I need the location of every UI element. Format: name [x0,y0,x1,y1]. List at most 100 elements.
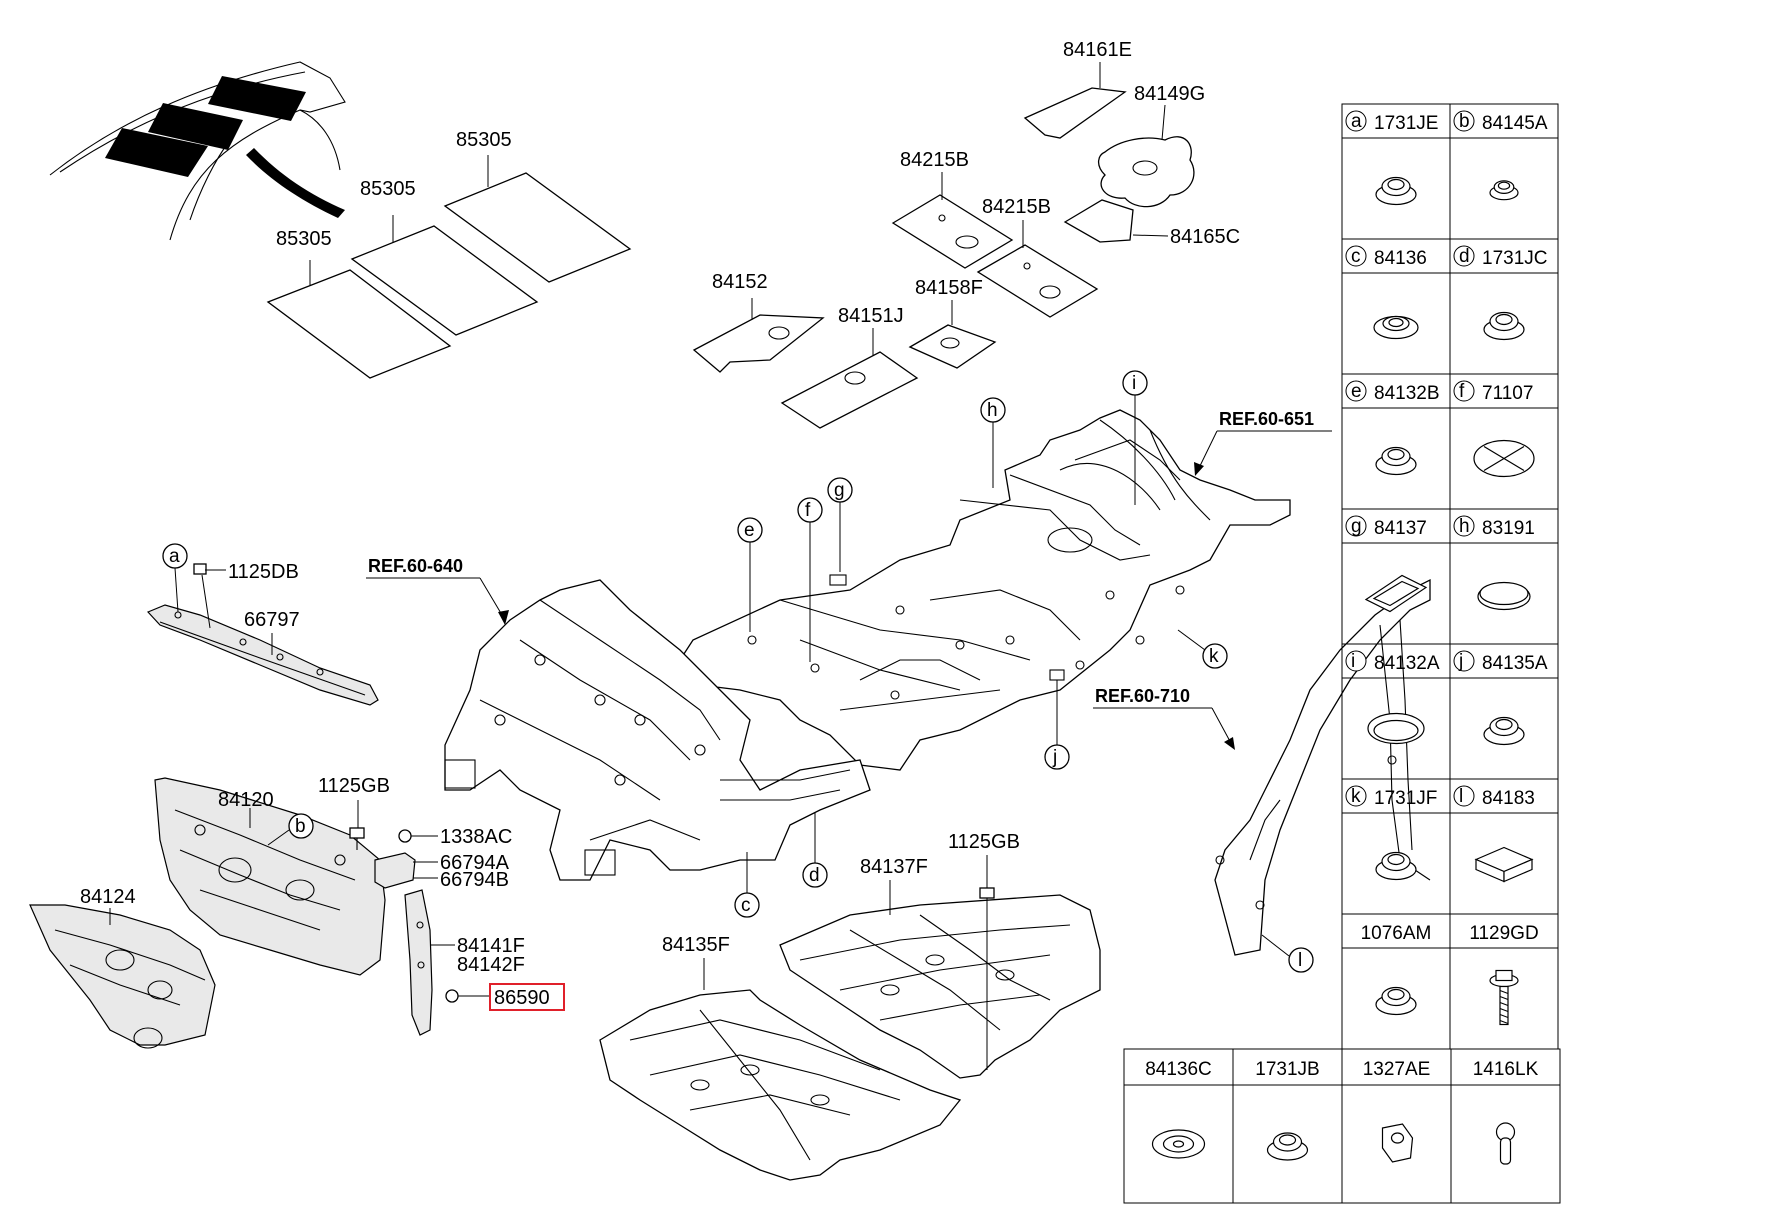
callout-letter: f [805,500,811,521]
flat-ring-icon [1367,712,1425,745]
legend-cell-d: d 1731JC [1449,238,1559,375]
legend-letter: h [1459,516,1470,537]
flat-plug-icon [1477,581,1531,611]
legend-cell-h: h 83191 [1449,508,1559,645]
part-label: 84137F [860,856,928,878]
small-grommet-icon [1489,180,1519,201]
nut-icon [1381,1123,1414,1163]
pad-block-icon [1474,846,1534,883]
floor-panel-assembly [679,409,1291,771]
pin-icon [1495,1122,1516,1165]
legend-code: 1327AE [1363,1059,1431,1080]
legend-letter: i [1351,651,1355,672]
callout-e: e [737,517,763,632]
flat-grommet-icon [1151,1129,1206,1159]
grommet-icon [1483,311,1525,341]
legend-cell-1416LK: 1416LK [1450,1048,1561,1204]
ref-label: REF.60-710 [1095,686,1190,706]
legend-cell-1076AM: 1076AM [1341,913,1451,1050]
part-label: 1125GB [318,775,390,797]
legend-letter: l [1459,786,1463,807]
bolt-icon [1489,969,1519,1026]
callout-letter: i [1132,373,1136,394]
part-label: 84152 [712,271,768,293]
legend-code: 1076AM [1361,923,1432,944]
legend-code: 84132A [1374,653,1440,674]
legend-code: 1731JC [1482,248,1548,269]
floor-carpet-84135F: 84135F [599,934,962,1181]
legend-code: 1731JE [1374,113,1438,134]
callout-g: g [827,477,853,572]
cowl-bar-66797: 1125DB 66797 [146,561,379,706]
callout-letter: a [169,546,180,567]
callout-letter: b [295,816,306,837]
callout-h: h [980,397,1006,488]
callout-letter: e [744,520,755,541]
roof-strip-85305-c: 85305 [443,129,632,283]
ref-60-640[interactable]: REF.60-640 [366,556,509,625]
callout-letter: k [1209,646,1219,667]
legend-code: 71107 [1482,383,1533,404]
legend-letter: g [1351,516,1362,537]
legend-code: 84136C [1145,1059,1212,1080]
ref-label: REF.60-651 [1219,409,1314,429]
part-label: 84141F [457,935,525,957]
legend-cell-i: i 84132A [1341,643,1451,780]
callout-c: c [734,852,760,918]
part-label: 85305 [360,178,416,200]
grommet-icon [1266,1132,1309,1161]
part-label: 1125DB [228,561,299,583]
grommet-icon [1375,176,1417,206]
legend-code: 84145A [1482,113,1548,134]
front-structure-assembly [444,579,871,881]
rect-plug-icon [1364,574,1428,613]
ref-60-651[interactable]: REF.60-651 [1194,409,1332,476]
grommet-icon [1375,986,1417,1016]
legend-code: 83191 [1482,518,1535,539]
side-trim-84141F: 84141F 84142F [404,889,525,1036]
callout-k: k [1177,629,1228,669]
ref-60-710[interactable]: REF.60-710 [1093,686,1235,750]
callout-b: b [267,813,314,846]
legend-letter: j [1458,651,1463,672]
legend-code: 84132B [1374,383,1440,404]
grommet-icon [1375,851,1417,881]
legend-code: 84135A [1482,653,1548,674]
grommet-icon [1375,446,1417,476]
legend-cell-e: e 84132B [1341,373,1451,510]
cross-plug-icon [1473,439,1535,478]
side-body-outline [1214,578,1431,956]
callout-j: j [1044,680,1070,770]
grommet-icon [1483,716,1525,746]
callout-letter: l [1298,950,1302,971]
legend-letter: k [1351,786,1361,807]
legend-code: 1416LK [1473,1059,1539,1080]
legend-code: 1731JB [1255,1059,1319,1080]
callout-d: d [802,812,828,888]
part-86590-highlight[interactable]: 86590 [445,983,565,1011]
legend-letter: e [1351,381,1362,402]
pad-84152: 84152 [692,271,825,373]
part-label: 84120 [218,789,274,811]
part-label: 84142F [457,954,525,976]
roof-strip-85305-a: 85305 [266,228,452,379]
legend-code: 84137 [1374,518,1427,539]
part-label: 66794A [440,852,510,874]
callout-f: f [797,497,823,662]
pad-84215B-2: 84215B [976,196,1099,318]
legend-cell-1129GD: 1129GD [1449,913,1559,1050]
pad-84158F: 84158F [908,277,997,369]
ring-grommet-icon [1373,315,1419,340]
callout-i: i [1122,370,1148,505]
legend-cell-g: g 84137 [1341,508,1451,645]
part-label: 66794B [440,869,509,891]
legend-letter: d [1459,246,1470,267]
legend-code: 84136 [1374,248,1427,269]
